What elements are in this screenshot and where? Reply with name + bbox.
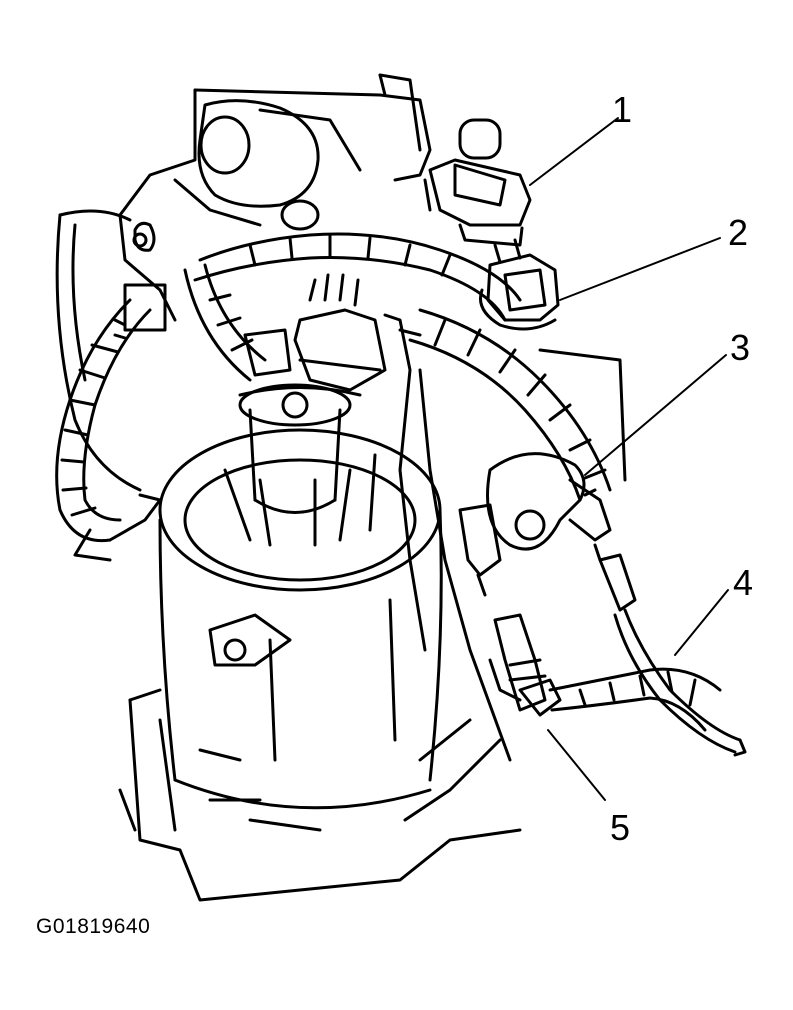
leader-lines xyxy=(529,117,729,801)
callout-2-label: 2 xyxy=(728,212,749,253)
callout-4-label: 4 xyxy=(733,562,754,603)
leader-5 xyxy=(547,729,606,801)
wiring-harness xyxy=(55,232,522,562)
wire-5 xyxy=(458,503,722,732)
center-connector xyxy=(243,273,387,392)
right-harness xyxy=(408,308,627,502)
callout-1-label: 1 xyxy=(612,89,633,130)
intake-tube xyxy=(55,209,142,492)
leader-3 xyxy=(584,354,727,476)
callout-3-label: 3 xyxy=(730,327,751,368)
connector-2 xyxy=(479,238,560,331)
throttle-body xyxy=(118,73,432,322)
distributor xyxy=(158,383,443,810)
callout-5-label: 5 xyxy=(610,807,631,848)
engine-base xyxy=(118,688,522,902)
sensor-3 xyxy=(486,452,612,551)
leader-4 xyxy=(674,589,729,656)
bracket xyxy=(383,313,512,762)
leader-1 xyxy=(529,117,619,186)
sensor-1 xyxy=(423,118,532,247)
wire-4 xyxy=(593,543,747,757)
figure-id: G01819640 xyxy=(36,915,151,938)
leader-2 xyxy=(559,237,721,301)
